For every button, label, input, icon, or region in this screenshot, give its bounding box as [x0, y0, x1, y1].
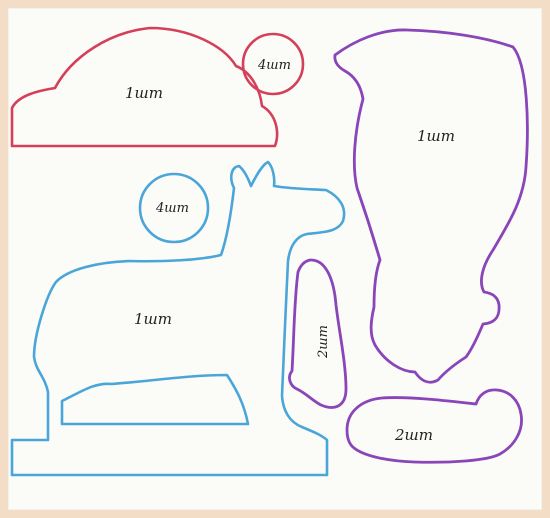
purple-foot-outline [345, 388, 523, 464]
red-circle-label: 4шт [257, 58, 291, 73]
blue-deer-outline [10, 160, 346, 477]
red-cloud-label: 1шт [125, 84, 163, 102]
purple-foot-label: 2шт [394, 426, 433, 444]
purple-glove-outline [333, 28, 529, 384]
purple-finger-label: 2шт [316, 325, 331, 359]
blue-deer-label: 1шт [134, 310, 172, 328]
purple-glove-label: 1шт [417, 127, 455, 145]
pattern-sheet [8, 8, 542, 510]
blue-circle-outline [138, 172, 210, 244]
blue-circle-label: 4шт [155, 201, 189, 216]
red-cloud-outline [10, 26, 279, 148]
purple-finger-outline [288, 258, 348, 409]
red-circle-outline [241, 32, 305, 96]
